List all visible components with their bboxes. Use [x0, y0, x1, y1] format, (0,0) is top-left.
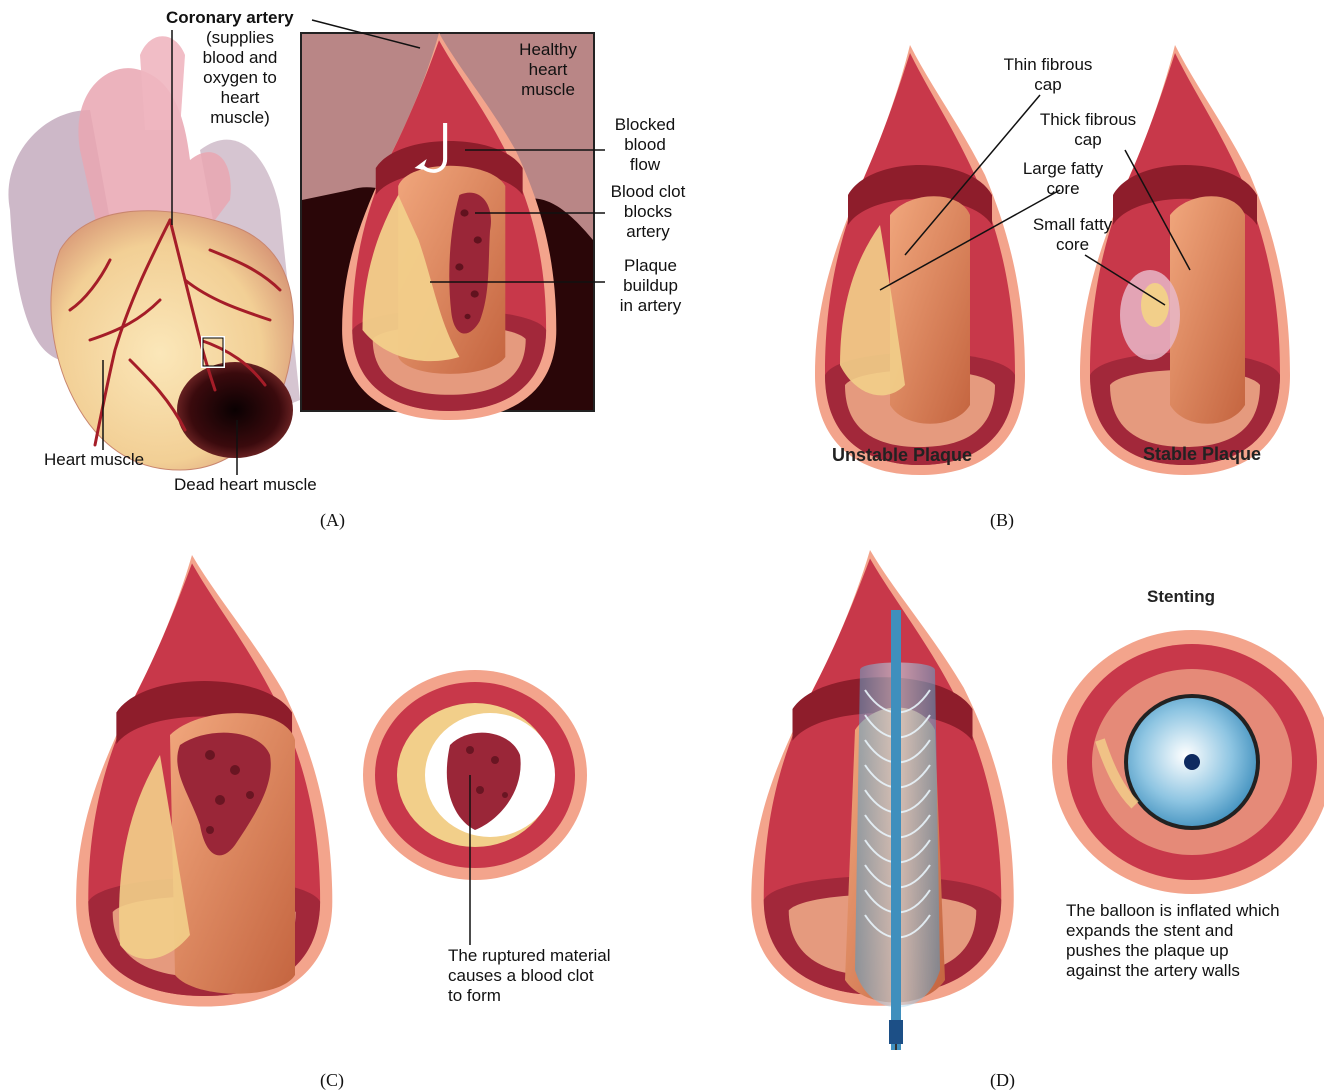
- plaque-buildup-label: Plaque buildup in artery: [603, 256, 698, 316]
- stable-plaque-title: Stable Plaque: [1143, 444, 1261, 465]
- panel-c-artery: [76, 555, 332, 1007]
- dead-heart-muscle-label: Dead heart muscle: [174, 475, 317, 495]
- stenting-description: The balloon is inflated which expands th…: [1066, 901, 1280, 981]
- caption-d: (D): [990, 1070, 1015, 1091]
- large-fatty-core-label: Large fatty core: [1008, 159, 1118, 199]
- blocked-blood-flow-label: Blocked blood flow: [600, 115, 690, 175]
- healthy-heart-muscle-label: Healthy heart muscle: [503, 40, 593, 100]
- panel-b-unstable-artery: [815, 45, 1025, 475]
- panel-d-artery: [751, 550, 1014, 1050]
- ruptured-material-label: The ruptured material causes a blood clo…: [448, 946, 611, 1006]
- thick-fibrous-cap-label: Thick fibrous cap: [1028, 110, 1148, 150]
- blood-clot-label: Blood clot blocks artery: [598, 182, 698, 242]
- heart-muscle-label: Heart muscle: [44, 450, 144, 470]
- stenting-title: Stenting: [1147, 587, 1215, 607]
- panel-c-ring: [363, 670, 587, 880]
- caption-b: (B): [990, 510, 1014, 531]
- panel-d-ring: [1052, 630, 1324, 894]
- small-fatty-core-label: Small fatty core: [1020, 215, 1125, 255]
- coronary-artery-title: Coronary artery: [166, 8, 294, 28]
- coronary-artery-desc: (supplies blood and oxygen to heart musc…: [185, 28, 295, 128]
- caption-a: (A): [320, 510, 345, 531]
- caption-c: (C): [320, 1070, 344, 1091]
- thin-fibrous-cap-label: Thin fibrous cap: [993, 55, 1103, 95]
- unstable-plaque-title: Unstable Plaque: [832, 445, 972, 466]
